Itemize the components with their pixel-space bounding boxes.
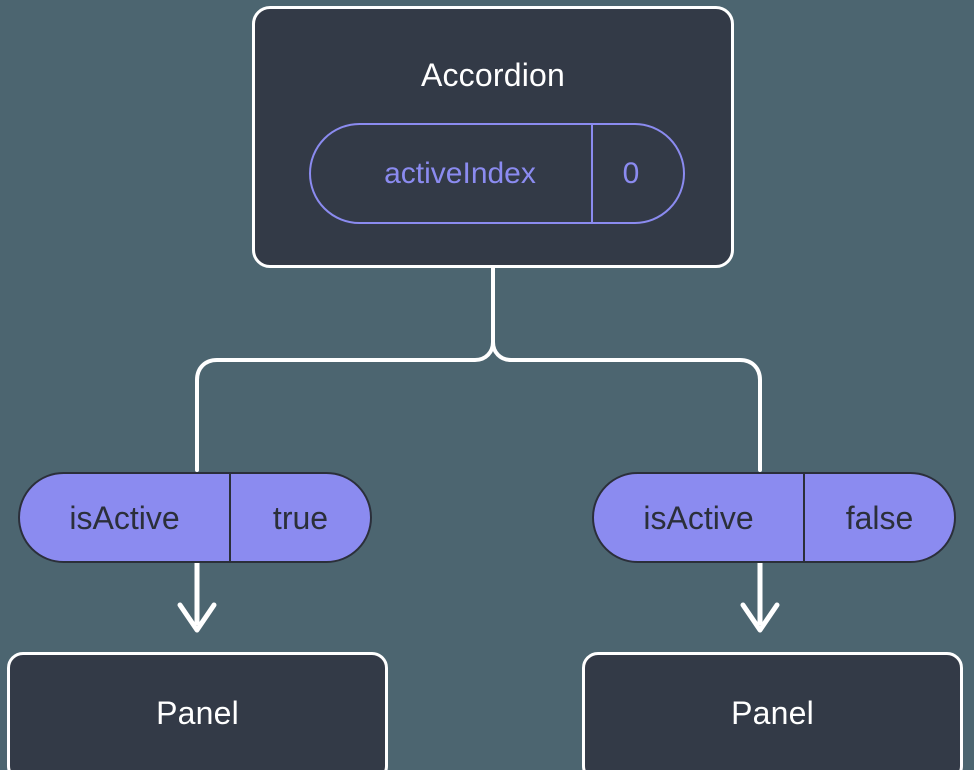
prop-pill-left-divider (229, 474, 231, 561)
node-panel-left[interactable]: Panel (7, 652, 388, 770)
prop-pill-right-divider (803, 474, 805, 561)
arrowhead-left-icon (177, 602, 217, 633)
prop-pill-is-active-false-value: false (845, 499, 914, 536)
node-panel-right-title: Panel (731, 695, 814, 731)
prop-pill-is-active-true-value: true (272, 499, 329, 536)
state-pill-active-index-value: 0 (622, 156, 640, 190)
prop-pill-is-active-true-key: isActive (69, 499, 180, 536)
edge-root-to-branches-left (195, 340, 495, 472)
edge-root-to-branches (491, 266, 762, 472)
node-accordion[interactable]: Accordion activeIndex 0 (252, 6, 734, 268)
node-panel-right[interactable]: Panel (582, 652, 963, 770)
state-pill-active-index-key: activeIndex (384, 156, 536, 190)
state-pill-active-index[interactable]: activeIndex 0 (309, 123, 685, 224)
state-pill-divider (591, 125, 593, 222)
prop-pill-is-active-false-key: isActive (643, 499, 754, 536)
arrowhead-right-icon (740, 602, 780, 633)
prop-pill-is-active-false[interactable]: isActive false (592, 472, 956, 563)
prop-pill-is-active-true[interactable]: isActive true (18, 472, 372, 563)
node-panel-left-title: Panel (156, 695, 239, 731)
node-accordion-title: Accordion (420, 57, 566, 93)
